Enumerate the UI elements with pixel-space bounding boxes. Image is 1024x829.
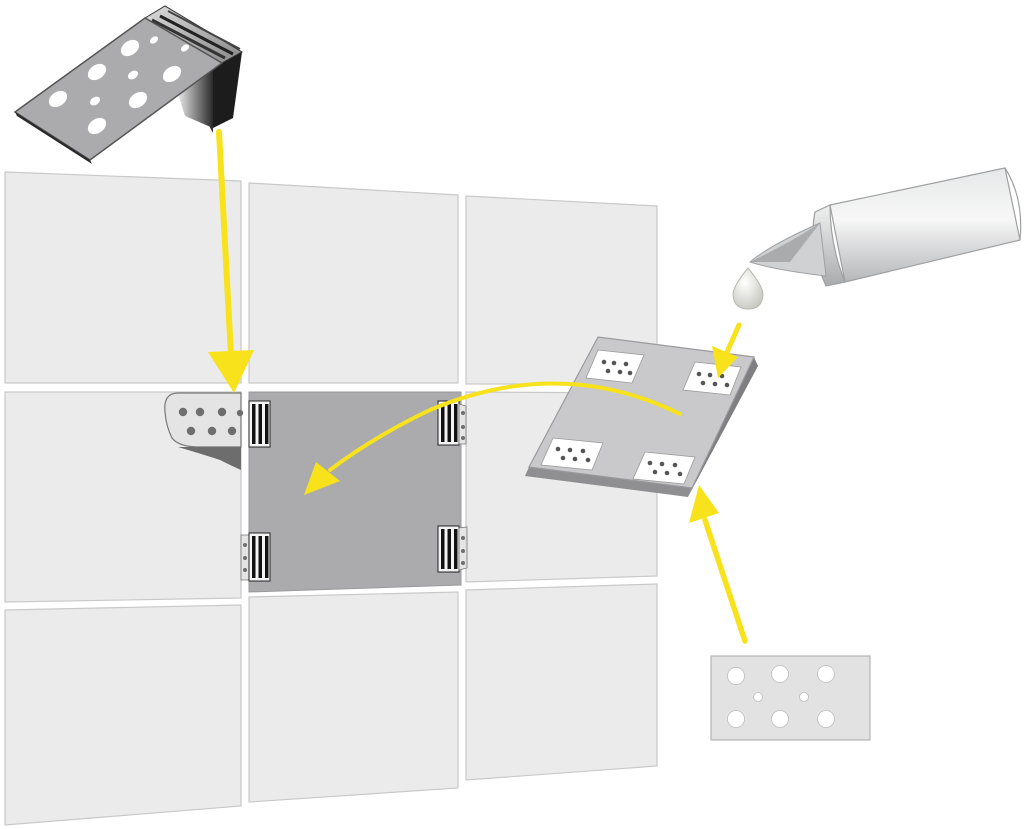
wall-panel-r3c2 [248, 591, 459, 803]
installed-clip-tongue [164, 392, 244, 470]
arrow-panel-to-slot [304, 381, 682, 495]
arrow-pad-to-panel [689, 485, 748, 644]
wall-panel-r1c2 [248, 182, 459, 384]
arrow-clip-to-grid [208, 129, 254, 393]
wall-panel-r3c1 [4, 604, 242, 826]
bracket-clip-holes [48, 36, 190, 135]
wall-panel-grid [4, 171, 658, 826]
perforated-pad-icon [710, 655, 871, 741]
adhesive-drop [732, 267, 764, 310]
bracket-clip-icon [13, 5, 244, 164]
clip-tongue-holes [178, 407, 244, 436]
adhesive-tube-icon [732, 167, 1022, 310]
arrow-adhesive-to-pad [712, 322, 742, 378]
active-panel-slot [248, 391, 462, 593]
clip-top-right [437, 400, 467, 446]
panel-pad-bottom-right [632, 451, 696, 485]
clip-bottom-left [240, 532, 271, 582]
wall-panel-r1c1 [4, 171, 242, 384]
clip-top-left [248, 400, 271, 448]
wall-panel-r3c3 [465, 583, 658, 781]
panel-pad-top-left [585, 349, 645, 384]
panel-back-with-pads [525, 336, 758, 497]
clip-bottom-right [437, 525, 468, 573]
panel-pad-bottom-left [540, 437, 604, 471]
